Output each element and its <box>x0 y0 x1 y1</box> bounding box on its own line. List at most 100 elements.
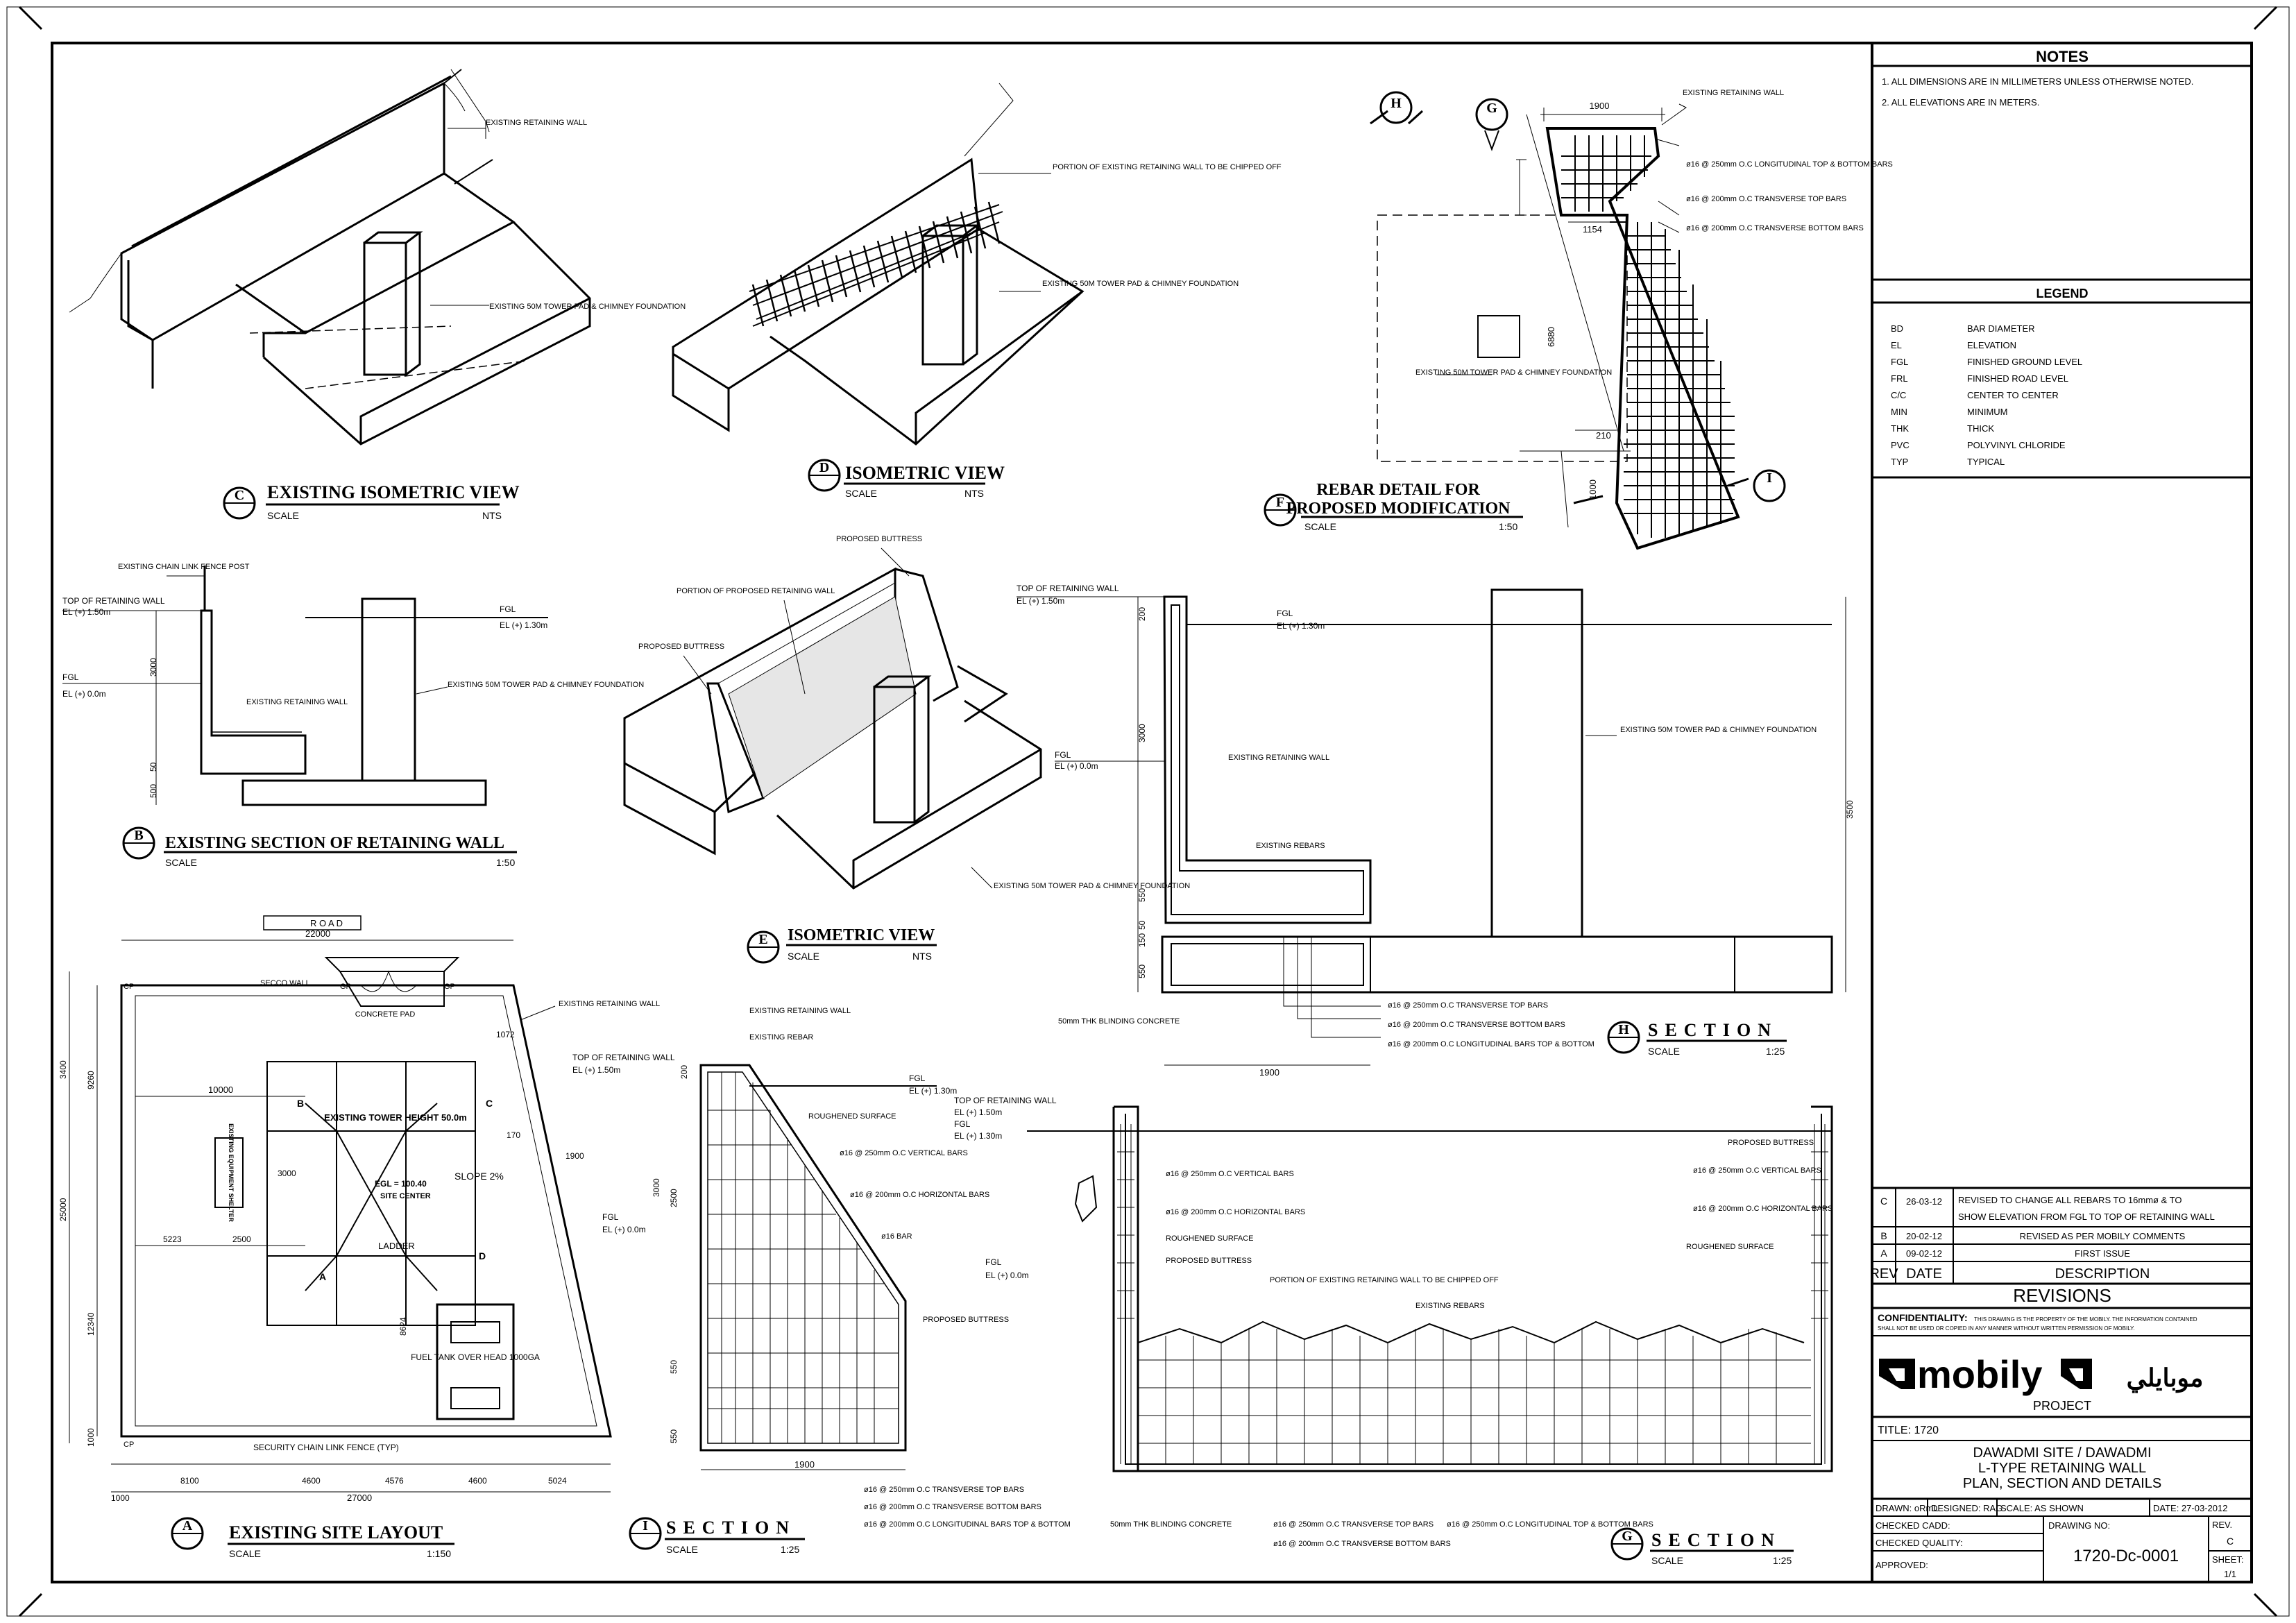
dim-h-1900: 1900 <box>1259 1067 1279 1078</box>
view-f-rebar-detail: EXISTING 50M TOWER PAD & CHIMNEY FOUNDAT… <box>1264 89 1893 550</box>
brand-project: PROJECT <box>2033 1399 2091 1413</box>
label-portion-proposed: PORTION OF PROPOSED RETAINING WALL <box>677 587 835 595</box>
dim-h-200: 200 <box>1137 607 1147 621</box>
label-existing-rebars-h: EXISTING REBARS <box>1256 842 1325 850</box>
label-horiz-bars-i: ø16 @ 200mm O.C HORIZONTAL BARS <box>850 1191 989 1199</box>
view-g-scale: 1:25 <box>1773 1555 1792 1566</box>
view-g-scale-label: SCALE <box>1651 1555 1683 1566</box>
view-c-scale: NTS <box>482 510 502 521</box>
title-line-2: L-TYPE RETAINING WALL <box>1978 1461 2146 1476</box>
i-top-of-wall: TOP OF RETAINING WALL <box>572 1053 675 1062</box>
outer-border <box>6 6 2290 1617</box>
label-horiz-bars-g2: ø16 @ 200mm O.C HORIZONTAL BARS <box>1693 1205 1832 1213</box>
label-blinding-g: 50mm THK BLINDING CONCRETE <box>1110 1520 1232 1529</box>
label-roughened-i: ROUGHENED SURFACE <box>808 1112 896 1121</box>
view-e-scale-label: SCALE <box>788 951 819 962</box>
legend-abbr: MIN <box>1891 407 1907 417</box>
view-h-title: SECTION <box>1648 1020 1778 1040</box>
rev-letter: A <box>1880 1248 1887 1259</box>
sheet-label: SHEET: <box>2212 1554 2244 1565</box>
view-g-section: TOP OF RETAINING WALL EL (+) 1.50m FGL E… <box>954 1096 1833 1566</box>
view-h-scale-label: SCALE <box>1648 1046 1680 1057</box>
label-existing-tower: EXISTING 50M TOWER PAD & CHIMNEY FOUNDAT… <box>489 303 686 311</box>
view-f-title-1: REBAR DETAIL FOR <box>1316 481 1480 499</box>
label-bars-200-long-i: ø16 @ 200mm O.C LONGITUDINAL BARS TOP & … <box>864 1520 1071 1529</box>
i-el-00: EL (+) 0.0m <box>602 1225 646 1234</box>
note-2: 2. ALL ELEVATIONS ARE IN METERS. <box>1882 97 2039 108</box>
title-label: TITLE: 1720 <box>1878 1425 1939 1436</box>
proposed-buttress-fill <box>728 596 917 799</box>
title-block-column: NOTES 1. ALL DIMENSIONS ARE IN MILLIMETE… <box>1869 43 2252 1582</box>
label-roughened-g: ROUGHENED SURFACE <box>1166 1234 1254 1243</box>
checked-cadd: CHECKED CADD: <box>1876 1520 1950 1531</box>
revisions-title: REVISIONS <box>2013 1285 2111 1306</box>
dim-f-210: 210 <box>1596 430 1611 441</box>
view-i-section: 1900 200 3000 2500 550 550 TOP OF RETAIN… <box>572 1007 1071 1555</box>
view-b-existing-section: 3000 50 500 TOP OF RETAINING WALL EL (+)… <box>62 563 644 868</box>
view-g-letter: G <box>1622 1529 1633 1544</box>
date-field: DATE: 27-03-2012 <box>2153 1503 2227 1513</box>
dim-i-2500: 2500 <box>669 1189 679 1207</box>
dim-site-10000: 10000 <box>208 1085 233 1095</box>
label-bars-200-trans-bottom-g: ø16 @ 200mm O.C TRANSVERSE BOTTOM BARS <box>1273 1540 1451 1548</box>
marker-cp-2: CP <box>124 1441 134 1449</box>
view-b-scale-label: SCALE <box>165 857 197 868</box>
view-f-scale: 1:50 <box>1499 521 1517 532</box>
dim-f-1900: 1900 <box>1590 101 1610 111</box>
legend-abbr: EL <box>1891 340 1902 350</box>
drawing-no-label: DRAWING NO: <box>2048 1520 2110 1531</box>
dim-f-1154: 1154 <box>1583 224 1602 235</box>
h-el-150: EL (+) 1.50m <box>1017 596 1064 606</box>
label-roughened-g2: ROUGHENED SURFACE <box>1686 1243 1774 1251</box>
site-center-label: SITE CENTER <box>380 1192 431 1200</box>
view-i-scale-label: SCALE <box>666 1544 698 1555</box>
b-top-of-wall: TOP OF RETAINING WALL <box>62 596 165 606</box>
marker-d-site: D <box>479 1250 486 1261</box>
view-b-title: EXISTING SECTION OF RETAINING WALL <box>165 834 504 852</box>
dim-site-bottom: 27000 <box>347 1493 372 1503</box>
shelter-label: EXISTING EQUIPMENT SHELTER <box>228 1123 235 1222</box>
g-el-130: EL (+) 1.30m <box>954 1131 1002 1141</box>
label-bars-250-trans-top: ø16 @ 250mm O.C TRANSVERSE TOP BARS <box>1388 1001 1548 1010</box>
dim-bottom-4: 4600 <box>468 1476 487 1486</box>
dim-bottom-0: 1000 <box>111 1493 130 1503</box>
dim-site-3000: 3000 <box>278 1169 296 1178</box>
h-top-of-wall: TOP OF RETAINING WALL <box>1017 584 1119 593</box>
dim-i-1900: 1900 <box>794 1459 815 1470</box>
i-fgl-2: FGL <box>602 1212 619 1222</box>
rev-date: 09-02-12 <box>1906 1248 1942 1259</box>
view-c-existing-isometric: EXISTING RETAINING WALL EXISTING 50M TOW… <box>69 69 686 521</box>
view-b-scale: 1:50 <box>496 857 515 868</box>
dim-f-1000: 1000 <box>1588 479 1598 500</box>
dim-site-1900: 1900 <box>566 1151 584 1161</box>
view-h-letter: H <box>1618 1022 1629 1037</box>
label-existing-rebars-g: EXISTING REBARS <box>1415 1302 1485 1310</box>
label-bars-200-trans-bottom-i: ø16 @ 200mm O.C TRANSVERSE BOTTOM BARS <box>864 1503 1041 1511</box>
label-vert-bars-g: ø16 @ 250mm O.C VERTICAL BARS <box>1166 1170 1294 1178</box>
label-existing-tower-d: EXISTING 50M TOWER PAD & CHIMNEY FOUNDAT… <box>1042 280 1239 288</box>
g-fgl: FGL <box>954 1119 971 1129</box>
legend-meaning: MINIMUM <box>1967 407 2008 417</box>
view-h-section: 200 3000 550 50 150 550 3500 1900 TOP OF… <box>1017 584 1855 1078</box>
marker-h: H <box>1391 96 1402 111</box>
dim-bottom-5: 5024 <box>548 1476 567 1486</box>
dim-f-6880: 6880 <box>1546 327 1556 347</box>
view-c-scale-label: SCALE <box>267 510 299 521</box>
label-bars-200-long: ø16 @ 200mm O.C LONGITUDINAL BARS TOP & … <box>1388 1040 1595 1048</box>
label-existing-wall-site: EXISTING RETAINING WALL <box>559 1000 660 1008</box>
label-proposed-buttress-e2: PROPOSED BUTTRESS <box>638 643 724 651</box>
dim-site-2500: 2500 <box>232 1234 251 1244</box>
label-existing-rebar-i: EXISTING REBAR <box>749 1033 813 1042</box>
label-existing-retaining-wall: EXISTING RETAINING WALL <box>486 119 587 127</box>
inner-border <box>51 42 2253 1583</box>
view-e-letter: E <box>758 932 767 947</box>
ladder-label: LADDER <box>378 1241 415 1251</box>
rev-date: 20-02-12 <box>1906 1231 1942 1241</box>
road-label: R O A D <box>310 918 343 928</box>
view-a-scale-label: SCALE <box>229 1548 261 1559</box>
label-bars-250-long-g: ø16 @ 250mm O.C LONGITUDINAL TOP & BOTTO… <box>1447 1520 1653 1529</box>
view-b-letter: B <box>134 828 143 843</box>
view-a-site-layout: EXISTING TOWER HEIGHT 50.0m EGL = 100.40… <box>58 915 660 1559</box>
label-blinding-h: 50mm THK BLINDING CONCRETE <box>1058 1017 1180 1026</box>
dim-i-550b: 550 <box>669 1429 679 1443</box>
